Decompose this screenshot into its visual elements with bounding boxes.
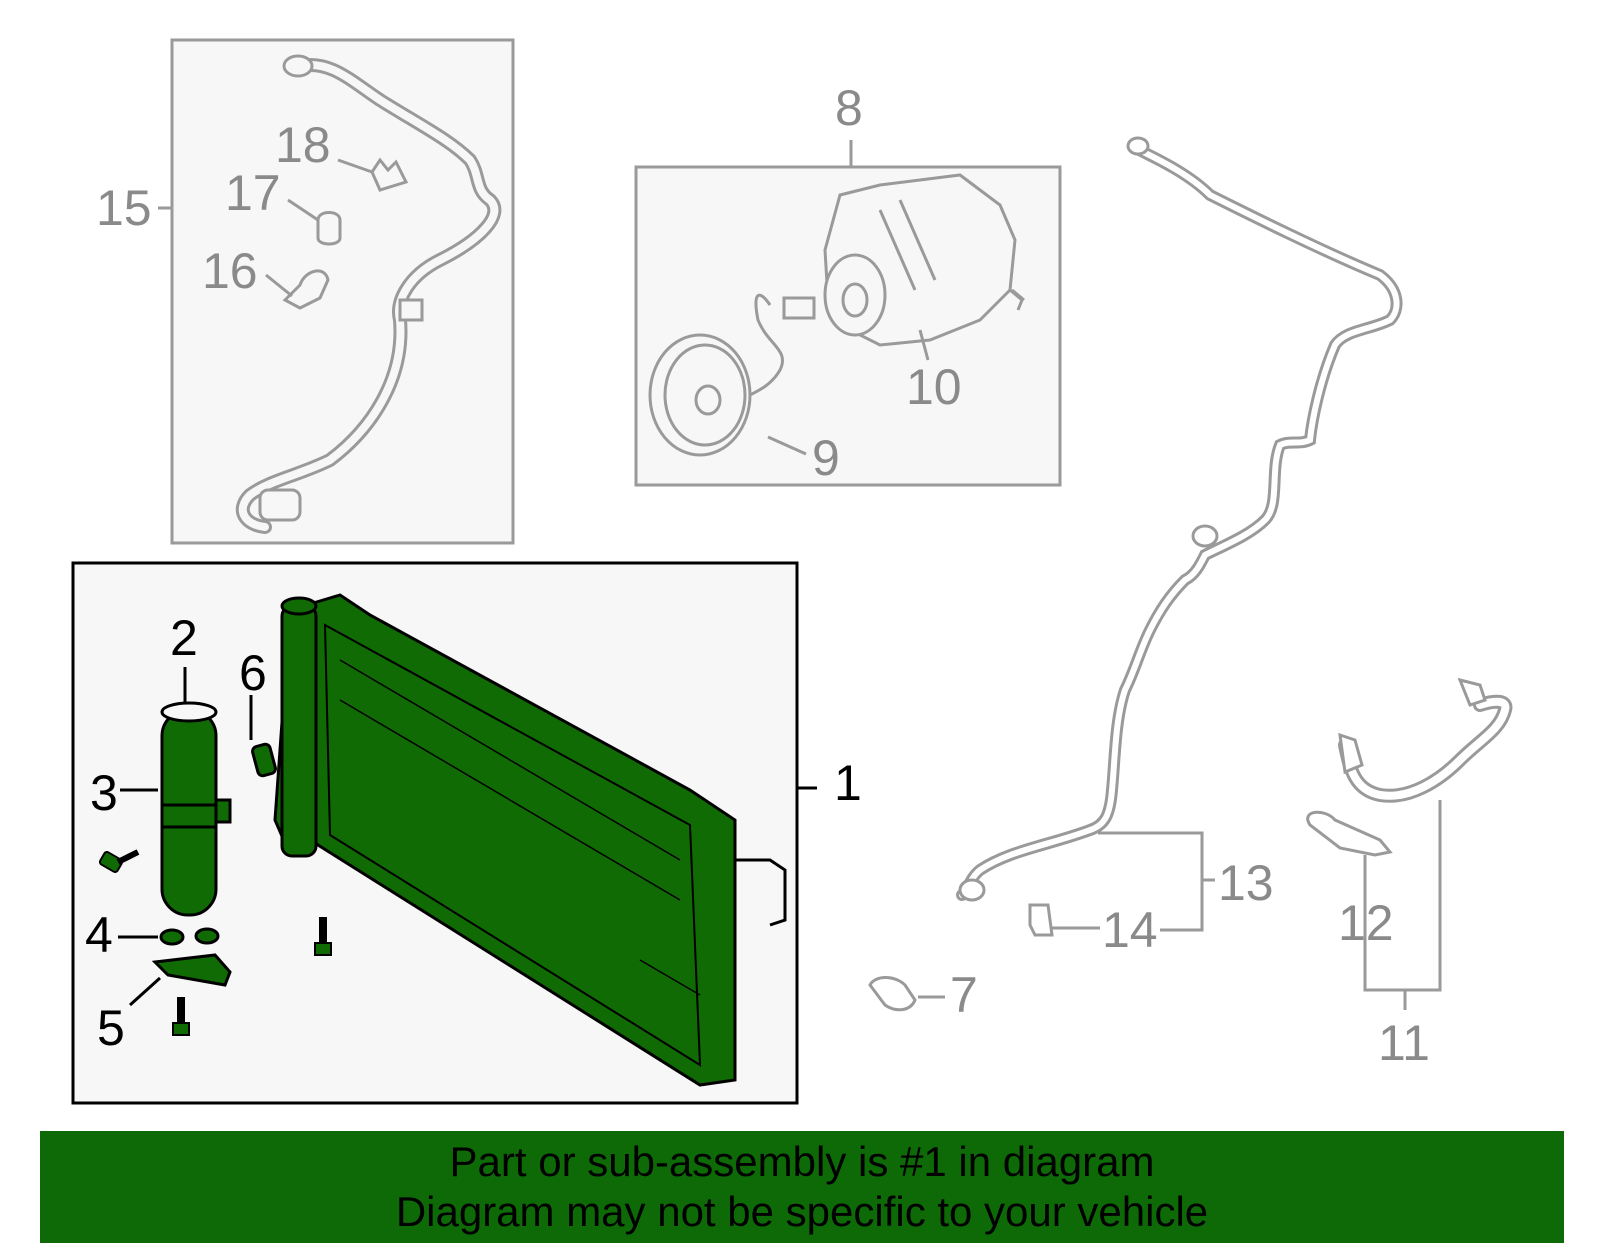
part-4-o-ring-2[interactable] [194,927,220,945]
callout-3: 3 [90,765,118,821]
group-15-hose-box [158,38,515,545]
callout-5: 5 [97,1000,125,1056]
part-14-clip[interactable] [1028,903,1054,937]
callout-16: 16 [202,243,258,299]
callout-1: 1 [834,755,862,811]
part-18-clip[interactable] [370,157,409,192]
callout-2: 2 [170,610,198,666]
callout-8: 8 [835,80,863,136]
bolt-3[interactable] [172,997,190,1036]
bolt[interactable] [98,849,140,873]
callout-11: 11 [1378,1015,1430,1071]
callout-14: 14 [1102,902,1158,958]
group-13-liquid-line[interactable] [956,136,1403,902]
part-17-cap[interactable] [316,211,342,246]
group-1-condenser-box [71,561,817,1105]
callout-17: 17 [225,165,281,221]
callout-4: 4 [85,907,113,963]
part-5-bracket[interactable] [151,953,232,987]
callout-15: 15 [96,180,152,236]
callout-9: 9 [812,430,840,486]
part-4-o-ring[interactable] [159,928,185,946]
part-6-pressure-switch[interactable] [251,742,277,778]
part-10-compressor[interactable] [823,173,1024,347]
callout-13: 13 [1218,855,1274,911]
part-12-bracket[interactable] [1306,810,1393,857]
part-2-receiver-drier[interactable] [160,701,232,917]
banner-line-2: Diagram may not be specific to your vehi… [395,1188,1209,1235]
group-11-discharge-hose[interactable] [1338,677,1513,803]
callout-18: 18 [275,117,331,173]
callout-12: 12 [1338,895,1394,951]
info-banner: Part or sub-assembly is #1 in diagram Di… [40,1131,1564,1243]
callout-10: 10 [906,359,962,415]
part-1-condenser[interactable] [273,593,787,1087]
group-8-compressor-box [634,140,1062,487]
part-7-sensor[interactable] [868,976,917,1012]
callout-6: 6 [239,645,267,701]
clutch-wire [749,293,784,397]
banner-line-1: Part or sub-assembly is #1 in diagram [449,1138,1155,1185]
part-16-valve[interactable] [282,269,330,310]
callout-7: 7 [950,967,978,1023]
part-9-clutch-pulley[interactable] [648,333,752,457]
bolt-2[interactable] [314,917,332,956]
leader-lines-right [918,800,1442,1010]
